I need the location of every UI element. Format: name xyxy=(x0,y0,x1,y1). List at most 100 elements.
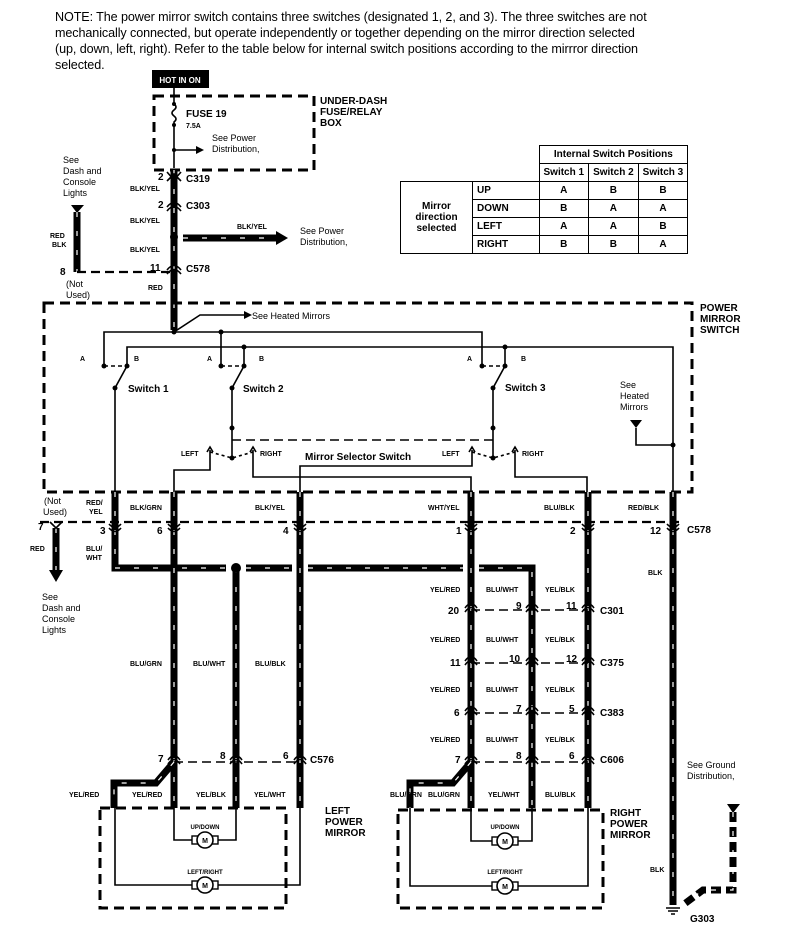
row-group-line: direction xyxy=(415,212,458,223)
bus-b xyxy=(126,346,674,600)
node-dot xyxy=(172,102,176,106)
wire-label: BLU/WHT xyxy=(486,587,519,594)
wire-label: BLK xyxy=(650,867,664,874)
selector-throw xyxy=(209,451,254,459)
hot-in-on-badge xyxy=(152,70,209,88)
pin-number: 6 xyxy=(569,751,575,762)
row-group-line: selected xyxy=(416,223,457,234)
mirror-selector-switch-label: Mirror Selector Switch xyxy=(305,452,411,463)
motor-icon xyxy=(491,832,519,850)
pin-number: 11 xyxy=(150,263,161,274)
splice-dot xyxy=(170,233,178,241)
left-contact-label: LEFT xyxy=(181,451,199,458)
arrow-right-icon xyxy=(276,231,288,245)
splice-dot xyxy=(231,563,241,573)
switch-3-label: Switch 3 xyxy=(505,383,546,394)
connector-label: C578 xyxy=(687,525,711,536)
connector-c606 xyxy=(464,754,595,765)
right-power-mirror-outline xyxy=(396,808,605,910)
wire-label: BLU/WHT xyxy=(86,546,103,562)
contact-label: A xyxy=(207,356,212,363)
wire-label: RED/YEL xyxy=(86,500,103,516)
heated-mirror-wire xyxy=(635,428,673,446)
wire-label: YEL/BLK xyxy=(545,587,575,594)
pin-number: 6 xyxy=(283,751,289,762)
wire-blu-grn xyxy=(406,759,474,808)
connector-c578-icons xyxy=(49,521,680,533)
pin-number: 6 xyxy=(454,708,460,719)
wire-label: YEL/RED xyxy=(430,687,460,694)
wire-stripe xyxy=(114,492,226,569)
see-heated-mirrors-label: See Heated Mirrors xyxy=(252,311,331,321)
reference-triangle-icon xyxy=(727,804,740,813)
wire-label: BLK/YEL xyxy=(130,247,161,254)
node-dot xyxy=(172,123,176,127)
pin-number: 2 xyxy=(570,526,576,537)
contact-label: B xyxy=(521,356,526,363)
row-group-label: Mirror direction selected xyxy=(400,181,473,254)
wire-label: YEL/RED xyxy=(69,792,99,799)
pin-number: 4 xyxy=(283,526,289,537)
arrow-right-icon xyxy=(244,311,252,319)
connector-c301 xyxy=(464,602,595,613)
up-down-label: UP/DOWN xyxy=(191,825,220,831)
arrow-right-icon xyxy=(196,146,204,154)
motor-icon xyxy=(191,876,219,894)
wire-label: YEL/BLK xyxy=(196,792,226,799)
motor-label: M xyxy=(502,884,508,891)
up-down-label: UP/DOWN xyxy=(491,825,520,831)
wire-stripe xyxy=(682,812,734,906)
connector-c383 xyxy=(464,705,595,716)
switch-feed xyxy=(220,332,506,366)
wire-label: YEL/WHT xyxy=(488,792,520,799)
wire-label: YEL/RED xyxy=(430,587,460,594)
pin-number: 11 xyxy=(566,601,577,612)
connector-c375 xyxy=(464,655,595,666)
motor-wires xyxy=(114,808,301,886)
wire-label: YEL/RED xyxy=(430,637,460,644)
pin-number: 3 xyxy=(100,526,106,537)
arrow-down-icon xyxy=(49,570,63,582)
connector-label: C383 xyxy=(600,708,624,719)
hot-in-on-label: HOT IN ON xyxy=(159,76,201,85)
motor-label: M xyxy=(202,838,208,845)
wire-label: BLU/WHT xyxy=(193,661,226,668)
reference-triangle-icon xyxy=(630,420,642,428)
note-line: selected. xyxy=(55,58,105,72)
wire-yel-red xyxy=(110,759,177,808)
value-cell: A xyxy=(637,235,689,254)
connector-c319-icon xyxy=(166,171,182,182)
fuse-box-outline xyxy=(152,94,316,172)
dots xyxy=(101,329,676,461)
pin-number: 12 xyxy=(650,526,662,537)
connector-label: C576 xyxy=(310,755,334,766)
wire-stripe xyxy=(479,567,533,808)
right-contact-label: RIGHT xyxy=(522,451,545,458)
wire-label: WHT/YEL xyxy=(428,505,460,512)
table-row: DOWN B A A xyxy=(401,199,689,218)
pin-number: 2 xyxy=(158,200,164,211)
switch-blade xyxy=(114,365,506,492)
wire-label: YEL/RED xyxy=(132,792,162,799)
wire-label: BLU/BLK xyxy=(545,792,576,799)
bus-a xyxy=(103,331,483,366)
switch-2-label: Switch 2 xyxy=(243,384,284,395)
contact-label: A xyxy=(80,356,85,363)
wire-label: YEL/BLK xyxy=(545,637,575,644)
selector-throw xyxy=(471,451,516,459)
pin-number: 5 xyxy=(569,704,575,715)
motor-icon xyxy=(191,831,219,849)
contact-label: B xyxy=(259,356,264,363)
wire-label: BLU/GRN xyxy=(130,661,162,668)
wire-label: BLU/BLK xyxy=(544,505,575,512)
fuse-label: FUSE 19 xyxy=(186,109,227,120)
note-line: mechanically connected, but operate inde… xyxy=(55,26,635,40)
